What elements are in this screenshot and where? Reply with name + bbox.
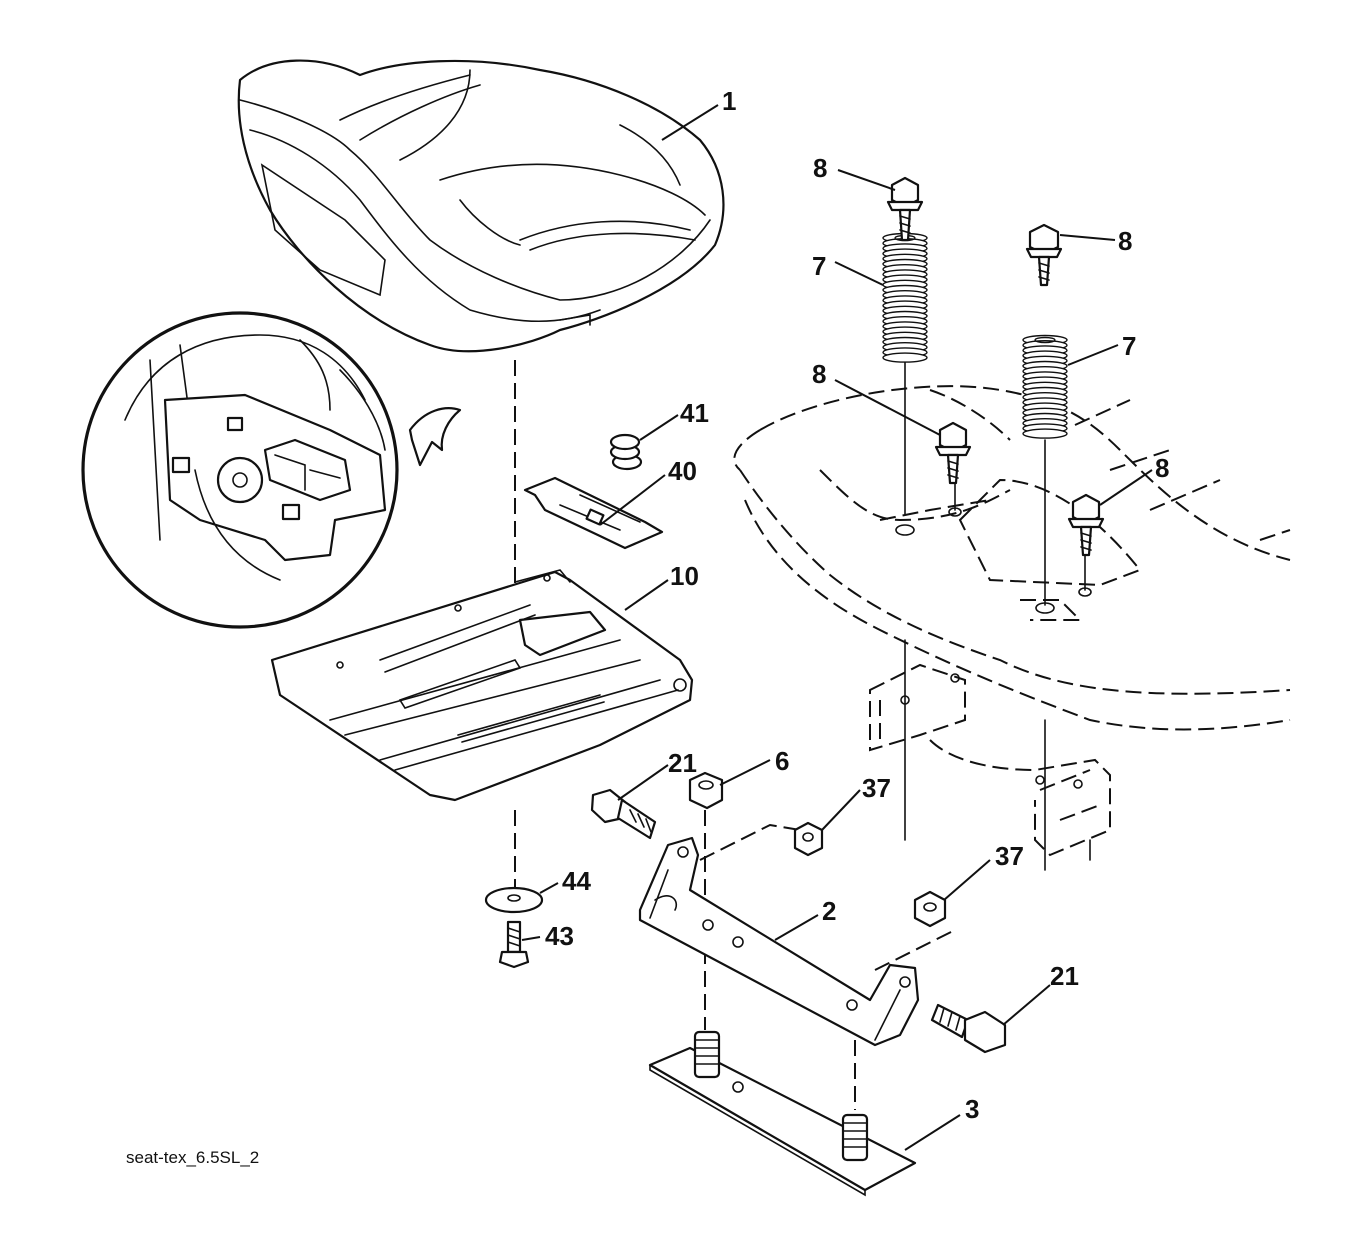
callout-7: 7 [1122, 331, 1136, 361]
leader-lines [521, 104, 1153, 1151]
spring-part-7-right [1022, 334, 1068, 439]
washer-part-44 [484, 886, 544, 914]
callout-7: 7 [812, 251, 826, 281]
callout-8: 8 [1118, 226, 1132, 256]
callout-44: 44 [562, 866, 591, 896]
callout-labels: 1 8 8 7 7 8 8 41 40 10 21 6 37 37 44 43 … [545, 86, 1169, 1124]
seat-pan-part-10 [270, 569, 694, 802]
callout-21: 21 [1050, 961, 1079, 991]
detail-inset-circle [81, 311, 462, 629]
callout-8: 8 [813, 153, 827, 183]
seat-part-1 [237, 59, 725, 353]
latch-part-40 [523, 476, 664, 550]
callout-40: 40 [668, 456, 697, 486]
base-plate-part-3 [648, 1030, 917, 1197]
bolt-part-21-right [930, 1003, 1007, 1054]
spring-part-41 [609, 433, 643, 471]
bolt-part-8-top-left [886, 176, 924, 242]
callout-8: 8 [1155, 453, 1169, 483]
callout-3: 3 [965, 1094, 979, 1124]
nut-part-6 [688, 771, 724, 810]
bracket-part-2 [638, 836, 920, 1047]
callout-37: 37 [995, 841, 1024, 871]
callout-37: 37 [862, 773, 891, 803]
bolt-part-8-mid-left [934, 421, 972, 485]
nut-part-37-upper [793, 821, 824, 857]
callout-43: 43 [545, 921, 574, 951]
nut-part-37-lower [913, 890, 947, 928]
alignment-lines [514, 229, 1091, 1110]
bolt-part-8-top-right [1025, 223, 1063, 287]
callout-21: 21 [668, 748, 697, 778]
spring-part-7-left [882, 232, 928, 363]
bolt-part-8-mid-right [1067, 493, 1105, 557]
frame-mount-holes [895, 507, 1092, 614]
callout-8: 8 [812, 359, 826, 389]
frame-mount-bracket [869, 663, 1111, 857]
callout-1: 1 [722, 86, 736, 116]
bolt-part-21-left [590, 788, 657, 840]
callout-6: 6 [775, 746, 789, 776]
chassis-frame-outline [733, 385, 1291, 731]
diagram-caption: seat-tex_6.5SL_2 [126, 1148, 259, 1167]
callout-2: 2 [822, 896, 836, 926]
bolt-part-43 [498, 920, 530, 969]
callout-41: 41 [680, 398, 709, 428]
callout-10: 10 [670, 561, 699, 591]
